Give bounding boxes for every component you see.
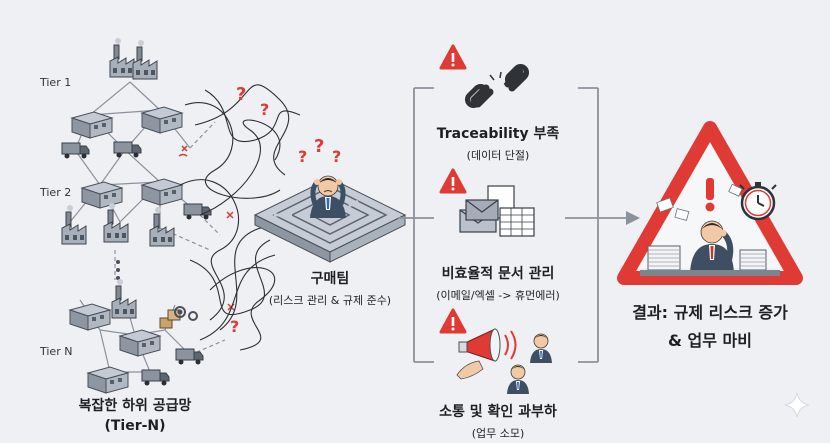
tier-1-label: Tier 1 — [40, 76, 72, 89]
issue-title: 소통 및 확인 과부하 — [439, 404, 557, 420]
factory-icon — [61, 204, 87, 245]
warehouse-icon — [141, 106, 183, 134]
broken-chain-icon — [464, 63, 530, 109]
result-line1: 결과: 규제 리스크 증가 — [632, 303, 788, 322]
question-marks: ? ? ? ? ? ? — [230, 84, 341, 336]
flow-connectors — [398, 87, 630, 363]
supply-chain-title-line2: (Tier-N) — [104, 418, 166, 434]
warehouse-icon — [87, 366, 129, 394]
issue-subtitle: (이메일/엑셀 -> 휴먼에러) — [436, 289, 560, 302]
flying-papers-icon — [656, 183, 743, 221]
truck-icon — [141, 369, 170, 386]
ellipsis-dots — [116, 260, 120, 280]
factory-icon — [111, 278, 137, 319]
supply-chain-title-line1: 복잡한 하위 공급망 — [78, 398, 192, 414]
person-icon — [529, 333, 553, 364]
supply-chain-title: 복잡한 하위 공급망 (Tier-N) — [60, 395, 210, 434]
team-subtitle: (리스크 관리 & 규제 준수) — [268, 294, 392, 307]
issue-title: 비효율적 문서 관리 — [441, 266, 555, 282]
warning-icon — [439, 44, 467, 70]
result-line2: & 업무 마비 — [668, 331, 752, 350]
procurement-team: 구매팀 (리스크 관리 & 규제 준수) — [244, 268, 416, 308]
warning-icon — [439, 168, 467, 194]
desk — [640, 270, 780, 276]
issue-title: Traceability 부족 — [436, 126, 560, 142]
svg-text:?: ? — [332, 147, 341, 166]
factory-icon — [149, 206, 175, 247]
truck-icon — [61, 142, 90, 159]
factory-icon — [132, 39, 158, 80]
factory-icon — [103, 202, 129, 243]
team-title: 구매팀 — [310, 271, 350, 287]
svg-text:?: ? — [236, 84, 246, 105]
result-label: 결과: 규제 리스크 증가 & 업무 마비 — [610, 299, 810, 351]
truck-icon — [113, 141, 142, 158]
warehouse-icon — [119, 329, 161, 357]
svg-text:?: ? — [230, 317, 239, 336]
warehouse-icon — [71, 111, 113, 139]
break-marks — [489, 71, 511, 85]
svg-text:?: ? — [314, 136, 324, 157]
gears-icon — [174, 306, 198, 321]
warehouse-icon — [141, 178, 183, 206]
issue-communication: 소통 및 확인 과부하 (업무 소모) — [418, 401, 578, 441]
stressed-person-icon — [506, 364, 530, 395]
tangled-lines — [179, 84, 301, 351]
overwhelmed-worker-icon — [690, 220, 734, 272]
supply-network — [61, 37, 235, 394]
issue-subtitle: (업무 소모) — [471, 427, 525, 440]
warning-icon — [439, 308, 467, 334]
arrow-right-icon — [626, 211, 640, 225]
boxes-icon — [159, 309, 181, 329]
stressed-buyer-icon — [310, 175, 346, 218]
broken-link-icon — [178, 145, 235, 311]
tier-2-label: Tier 2 — [40, 186, 72, 199]
svg-text:?: ? — [260, 100, 269, 119]
clock-icon — [739, 182, 777, 221]
warehouse-icon — [69, 303, 111, 331]
warehouse-icon — [81, 181, 123, 209]
issue-subtitle: (데이터 단절) — [466, 149, 530, 162]
issue-documents: 비효율적 문서 관리 (이메일/엑셀 -> 휴먼에러) — [413, 263, 583, 303]
tier-n-label: Tier N — [40, 345, 73, 358]
factory-icon — [109, 37, 135, 78]
megaphone-icon — [456, 328, 517, 380]
sparkle-icon — [784, 392, 810, 418]
svg-text:?: ? — [298, 147, 307, 166]
documents-email-icon — [459, 185, 535, 237]
issue-traceability: Traceability 부족 (데이터 단절) — [418, 123, 578, 163]
paper-stacks-icon — [647, 245, 767, 271]
